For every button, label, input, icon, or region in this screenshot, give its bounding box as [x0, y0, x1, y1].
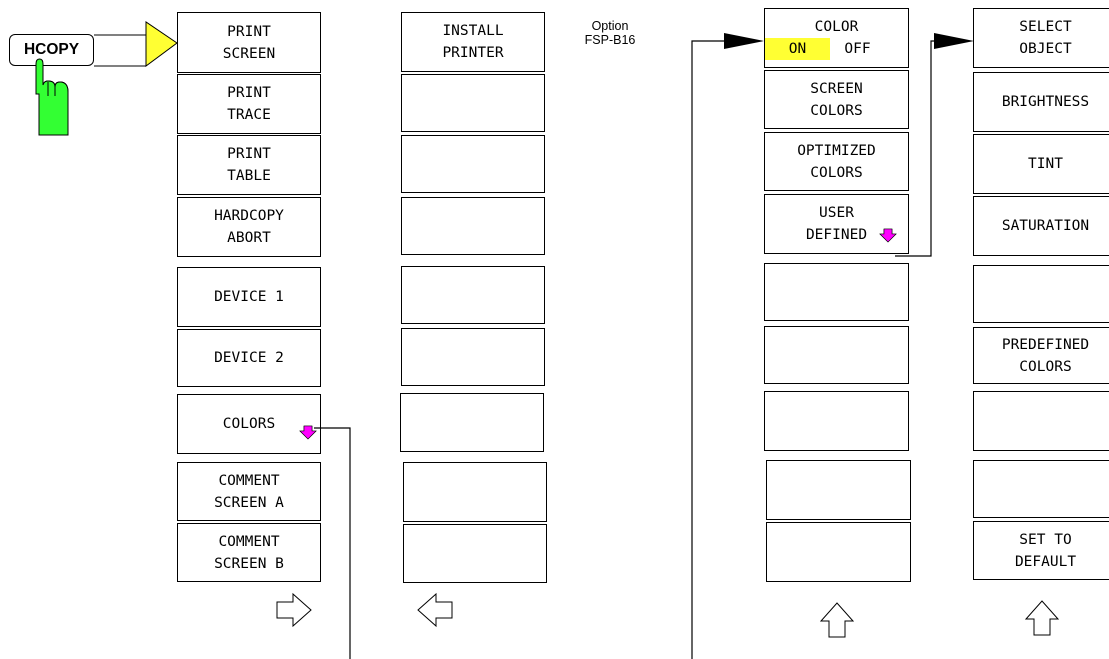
softkey-label-line1: PRINT: [227, 85, 271, 101]
softkey-empty[interactable]: [403, 462, 547, 522]
softkey-print-table[interactable]: PRINT TABLE: [177, 135, 321, 195]
softkey-empty[interactable]: [401, 197, 545, 255]
finger-press-icon: [35, 58, 69, 136]
softkey-label-line2: DEFAULT: [1014, 553, 1077, 570]
softkey-empty[interactable]: [764, 326, 909, 384]
softkey-label-line2: SCREEN B: [214, 555, 284, 572]
softkey-label-line1: COLOR: [814, 19, 859, 35]
softkey-label-line1: SELECT: [1019, 19, 1072, 35]
softkey-label-line1: DEVICE 1: [214, 289, 284, 305]
softkey-label-line2: TABLE: [227, 168, 271, 184]
softkey-color-on-off[interactable]: COLOR ON OFF: [764, 8, 909, 68]
softkey-label-line1: PRINT: [227, 23, 271, 40]
softkey-empty[interactable]: [764, 391, 909, 451]
softkey-empty[interactable]: [401, 328, 545, 386]
softkey-print-trace[interactable]: PRINT TRACE: [177, 74, 321, 134]
softkey-label-line2: COLORS: [1019, 358, 1072, 375]
side-menu-nav-left-arrow-icon: [417, 592, 453, 628]
softkey-label-line1: SCREEN: [810, 80, 863, 97]
softkey-label-line1: OPTIMIZED: [797, 142, 876, 159]
softkey-label-line1: BRIGHTNESS: [1001, 94, 1090, 110]
softkey-install-printer[interactable]: INSTALL PRINTER: [401, 12, 545, 72]
softkey-user-defined[interactable]: USER DEFINED: [764, 194, 909, 254]
toggle-on-option[interactable]: ON: [765, 38, 830, 60]
softkey-label-line1: SATURATION: [1001, 218, 1090, 234]
softkey-label-line1: USER: [819, 205, 854, 221]
softkey-label-line2: ABORT: [227, 230, 271, 246]
softkey-select-object[interactable]: SELECT OBJECT: [973, 8, 1109, 68]
colors-submenu-arrow: [724, 33, 764, 49]
softkey-label-line1: COLORS: [222, 416, 276, 432]
softkey-label-line2: COLORS: [810, 102, 863, 119]
softkey-empty[interactable]: [401, 266, 545, 324]
hcopy-hardkey[interactable]: HCOPY: [9, 34, 94, 66]
softkey-empty[interactable]: [403, 524, 547, 583]
softkey-device-1[interactable]: DEVICE 1: [177, 267, 321, 327]
softkey-predefined-colors[interactable]: PREDEFINED COLORS: [973, 327, 1109, 384]
softkey-label-line2: PRINTER: [442, 45, 504, 61]
softkey-label-line1: HARDCOPY: [214, 208, 284, 224]
softkey-comment-screen-a[interactable]: COMMENT SCREEN A: [177, 462, 321, 521]
colors-connector-line: [314, 427, 351, 659]
softkey-label-line1: TINT: [1028, 156, 1063, 172]
hcopy-menu-nav-right-arrow-icon: [276, 592, 312, 628]
softkey-optimized-colors[interactable]: OPTIMIZED COLORS: [764, 132, 909, 191]
softkey-label-line1: COMMENT: [218, 533, 280, 550]
softkey-empty[interactable]: [766, 460, 911, 520]
softkey-label-line2: OBJECT: [1019, 41, 1072, 57]
softkey-label-line2: SCREEN: [222, 45, 276, 62]
softkey-comment-screen-b[interactable]: COMMENT SCREEN B: [177, 523, 321, 582]
softkey-label-line1: SET TO: [1019, 531, 1072, 548]
softkey-device-2[interactable]: DEVICE 2: [177, 329, 321, 387]
softkey-empty[interactable]: [401, 74, 545, 132]
softkey-label-line1: PREDEFINED: [1001, 336, 1090, 353]
hcopy-menu-arrow: [145, 21, 178, 67]
softkey-label-line1: PRINT: [227, 146, 271, 162]
hcopy-key-label: HCOPY: [23, 41, 80, 58]
option-note-line1: Option: [591, 19, 629, 33]
softkey-saturation[interactable]: SATURATION: [973, 196, 1109, 256]
softkey-label-line2: DEFINED: [805, 227, 868, 243]
softkey-label-line2: SCREEN A: [214, 494, 284, 511]
softkey-label-line1: COMMENT: [218, 472, 280, 489]
softkey-brightness[interactable]: BRIGHTNESS: [973, 72, 1109, 132]
softkey-empty[interactable]: [973, 391, 1109, 451]
toggle-off-option[interactable]: OFF: [844, 41, 871, 57]
softkey-empty[interactable]: [400, 393, 544, 452]
softkey-label-line2: TRACE: [227, 107, 271, 123]
colors-to-submenu-line: [691, 40, 725, 659]
softkey-tint[interactable]: TINT: [973, 134, 1109, 194]
softkey-label-line1: INSTALL: [442, 23, 504, 39]
option-note-line2: FSP-B16: [584, 33, 636, 47]
colors-menu-nav-up-arrow-icon: [819, 602, 855, 638]
softkey-empty[interactable]: [401, 135, 545, 193]
softkey-empty[interactable]: [973, 460, 1109, 518]
option-note: Option FSP-B16: [578, 19, 642, 47]
user-defined-submenu-arrow: [934, 33, 974, 49]
softkey-set-to-default[interactable]: SET TO DEFAULT: [973, 521, 1109, 580]
on-off-toggle[interactable]: ON OFF: [765, 38, 908, 60]
softkey-print-screen[interactable]: PRINT SCREEN: [177, 12, 321, 73]
softkey-label-line2: COLORS: [810, 164, 863, 181]
softkey-screen-colors[interactable]: SCREEN COLORS: [764, 70, 909, 129]
softkey-empty[interactable]: [764, 263, 909, 321]
softkey-hardcopy-abort[interactable]: HARDCOPY ABORT: [177, 197, 321, 257]
softkey-colors[interactable]: COLORS: [177, 394, 321, 454]
user-defined-nav-up-arrow-icon: [1024, 600, 1060, 636]
softkey-label-line1: DEVICE 2: [214, 350, 284, 366]
softkey-empty[interactable]: [766, 522, 911, 582]
user-defined-connector-line: [895, 40, 936, 257]
softkey-empty[interactable]: [973, 265, 1109, 323]
